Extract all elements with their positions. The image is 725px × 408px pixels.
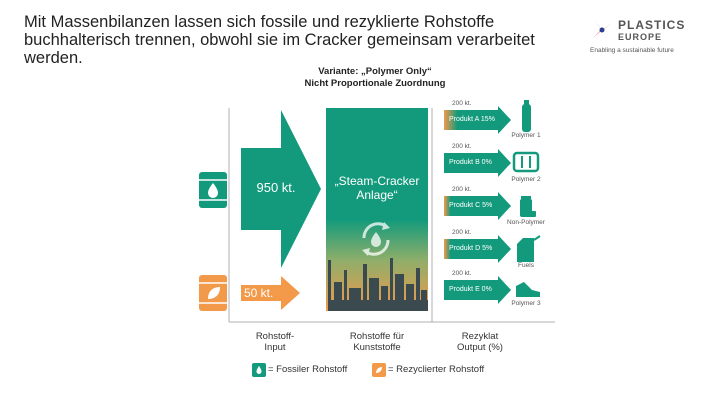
variant-line1: Variante: „Polymer Only“: [318, 66, 432, 77]
output-product-label: Produkt D 5%: [449, 245, 493, 252]
bottle-icon: [522, 100, 531, 132]
fossil-input-amount: 950 kt.: [256, 180, 296, 195]
star-logo-icon: [593, 21, 612, 38]
variant-title: Variante: „Polymer Only“ Nicht Proportio…: [270, 66, 480, 90]
output-arrow-c: [444, 192, 511, 220]
chemical-jar-icon: [520, 196, 536, 217]
output-arrow-d: [444, 235, 511, 263]
legend-recycled-icon: [372, 363, 386, 377]
caption-feedstock: Rohstoffe für Kunststoffe: [349, 331, 405, 353]
recycle-drops-icon: [362, 222, 390, 256]
recycled-barrel-icon: [199, 275, 227, 311]
variant-line2: Nicht Proportionale Zuordnung: [304, 78, 446, 89]
output-arrow-a: [444, 106, 511, 134]
fuel-can-icon: [517, 235, 541, 262]
logo-line2: EUROPE: [618, 32, 663, 42]
caption-output: Rezyklat Output (%): [457, 331, 503, 353]
output-arrow-e: [444, 276, 511, 304]
legend-fossil-icon: [252, 363, 266, 377]
output-amount: 200 kt.: [452, 229, 472, 236]
plastics-europe-logo: PLASTICS EUROPE Enabling a sustainable f…: [588, 16, 708, 56]
headline: Mit Massenbilanzen lassen sich fossile u…: [24, 13, 535, 67]
output-target-label: Polymer 3: [511, 300, 541, 307]
output-amount: 200 kt.: [452, 270, 472, 277]
output-amount: 200 kt.: [452, 143, 472, 150]
output-target-label: Polymer 1: [511, 132, 541, 139]
output-product-label: Produkt B 0%: [449, 159, 492, 166]
output-product-label: Produkt C 5%: [449, 202, 493, 209]
output-target-label: Fuels: [518, 262, 534, 269]
steam-cracker-label: „Steam-Cracker Anlage“: [334, 174, 420, 202]
logo-line1: PLASTICS: [618, 18, 686, 32]
fossil-barrel-icon: [199, 172, 227, 208]
legend-fossil-label: = Fossiler Rohstoff: [268, 364, 348, 375]
recycled-input-arrow: [241, 276, 300, 310]
output-amount: 200 kt.: [452, 186, 472, 193]
tray-icon: [512, 151, 540, 173]
steam-cracker-box: [326, 108, 428, 311]
output-product-label: Produkt A 15%: [449, 116, 495, 123]
caption-input: Rohstoff- Input: [255, 331, 295, 353]
output-product-label: Produkt E 0%: [449, 286, 492, 293]
recycled-input-amount: 50 kt.: [244, 286, 274, 300]
shoe-icon: [516, 282, 540, 297]
output-arrow-b: [444, 149, 511, 177]
legend-recycled-label: = Rezyclierter Rohstoff: [388, 364, 485, 375]
output-target-label: Polymer 2: [511, 176, 541, 183]
fossil-input-arrow: [241, 110, 321, 268]
output-amount: 200 kt.: [452, 100, 472, 107]
output-target-label: Non-Polymer: [507, 219, 545, 226]
refinery-silhouette-icon: [328, 258, 428, 311]
logo-tagline: Enabling a sustainable future: [590, 47, 674, 54]
